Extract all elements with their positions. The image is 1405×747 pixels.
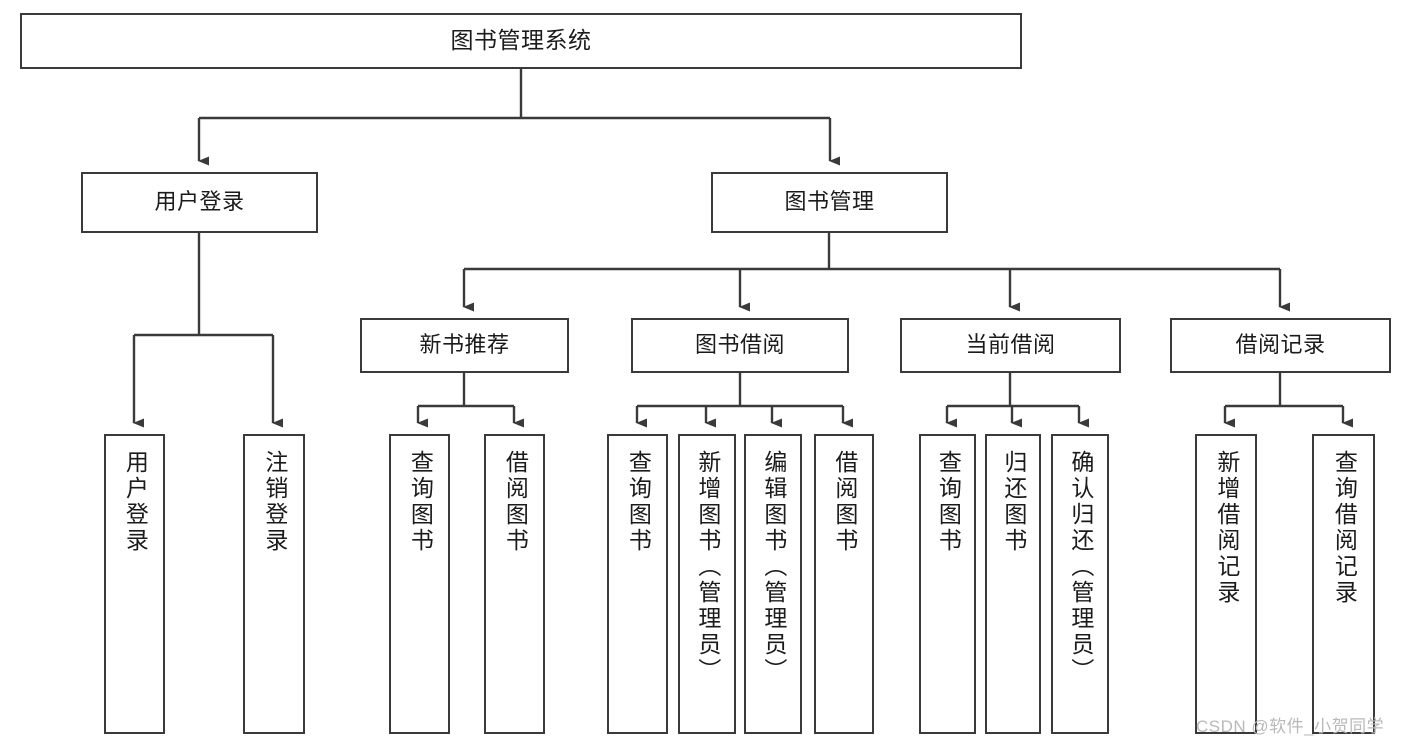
node-user-login[interactable]: 用户登录 [81, 172, 318, 233]
node-new-book-recommend[interactable]: 新书推荐 [360, 318, 569, 373]
node-return-book-label: 归还图书 [1000, 450, 1027, 554]
node-root[interactable]: 图书管理系统 [20, 13, 1022, 69]
node-edit-book-admin-label: 编辑图书（管理员） [760, 450, 787, 684]
node-confirm-return-admin-label: 确认归还（管理员） [1067, 450, 1094, 684]
node-query-borrow-record[interactable]: 查询借阅记录 [1312, 434, 1375, 734]
node-new-book-recommend-label: 新书推荐 [419, 332, 510, 358]
node-edit-book-admin[interactable]: 编辑图书（管理员） [744, 434, 802, 734]
node-query-book-3-label: 查询图书 [935, 450, 962, 554]
node-user-login-leaf-label: 用户登录 [122, 450, 149, 554]
node-confirm-return-admin[interactable]: 确认归还（管理员） [1051, 434, 1109, 734]
node-borrow-book-2-label: 借阅图书 [831, 450, 858, 554]
node-query-book-2[interactable]: 查询图书 [607, 434, 668, 734]
node-borrow-book-1[interactable]: 借阅图书 [484, 434, 545, 734]
node-add-borrow-record-label: 新增借阅记录 [1213, 450, 1240, 606]
node-book-borrow[interactable]: 图书借阅 [631, 318, 849, 373]
node-current-borrow[interactable]: 当前借阅 [900, 318, 1121, 373]
node-add-book-admin-label: 新增图书（管理员） [694, 450, 721, 684]
node-query-book-2-label: 查询图书 [625, 450, 652, 554]
node-book-borrow-label: 图书借阅 [694, 332, 785, 358]
node-borrow-record-label: 借阅记录 [1235, 332, 1326, 358]
node-root-label: 图书管理系统 [450, 27, 592, 54]
node-book-manage[interactable]: 图书管理 [711, 172, 948, 233]
node-return-book[interactable]: 归还图书 [985, 434, 1041, 734]
node-query-book-3[interactable]: 查询图书 [919, 434, 976, 734]
node-user-login-leaf[interactable]: 用户登录 [104, 434, 165, 734]
node-borrow-record[interactable]: 借阅记录 [1170, 318, 1391, 373]
watermark-text: CSDN @软件_小贺同学 [1196, 717, 1385, 736]
node-add-book-admin[interactable]: 新增图书（管理员） [678, 434, 736, 734]
node-user-login-label: 用户登录 [154, 189, 245, 215]
node-query-borrow-record-label: 查询借阅记录 [1331, 450, 1358, 606]
node-borrow-book-2[interactable]: 借阅图书 [814, 434, 874, 734]
node-add-borrow-record[interactable]: 新增借阅记录 [1195, 434, 1257, 734]
node-logout-leaf[interactable]: 注销登录 [243, 434, 305, 734]
node-borrow-book-1-label: 借阅图书 [502, 450, 529, 554]
node-query-book-1[interactable]: 查询图书 [389, 434, 450, 734]
node-current-borrow-label: 当前借阅 [965, 332, 1056, 358]
node-logout-leaf-label: 注销登录 [261, 450, 288, 554]
node-query-book-1-label: 查询图书 [407, 450, 434, 554]
node-book-manage-label: 图书管理 [784, 189, 875, 215]
